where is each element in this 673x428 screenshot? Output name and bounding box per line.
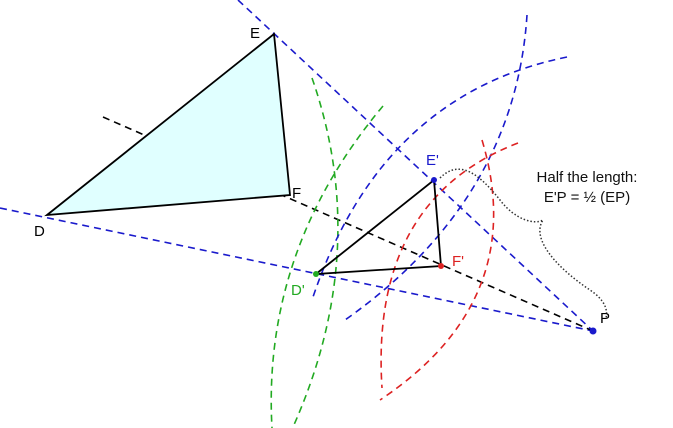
label-d-prime: D'	[291, 282, 305, 299]
blue-arc	[344, 14, 528, 321]
blue-arc	[311, 56, 568, 301]
point-f-prime	[438, 263, 444, 269]
ray-p-through-e	[237, 0, 594, 332]
triangle-d-e-f-prime	[313, 178, 442, 276]
point-d-prime	[313, 271, 319, 277]
center-p	[589, 327, 597, 335]
label-d: D	[34, 223, 45, 240]
point-e-prime	[431, 177, 437, 183]
dotted-brace	[439, 168, 608, 319]
label-f: F	[292, 185, 302, 202]
half-length-note: Half the length: E'P = ½ (EP)	[502, 168, 672, 208]
green-arc	[292, 77, 339, 428]
note-line-2: E'P = ½ (EP)	[543, 189, 631, 206]
label-e: E	[250, 25, 261, 42]
triangle-def	[44, 32, 291, 217]
red-arc	[380, 142, 519, 389]
label-e-prime: E'	[426, 152, 439, 169]
ray-p-through-d	[0, 207, 594, 332]
red-arc	[379, 139, 495, 401]
note-line-1: Half the length:	[536, 169, 638, 186]
green-arc	[270, 105, 384, 428]
label-f-prime: F'	[452, 253, 465, 270]
label-p: P	[600, 310, 611, 327]
